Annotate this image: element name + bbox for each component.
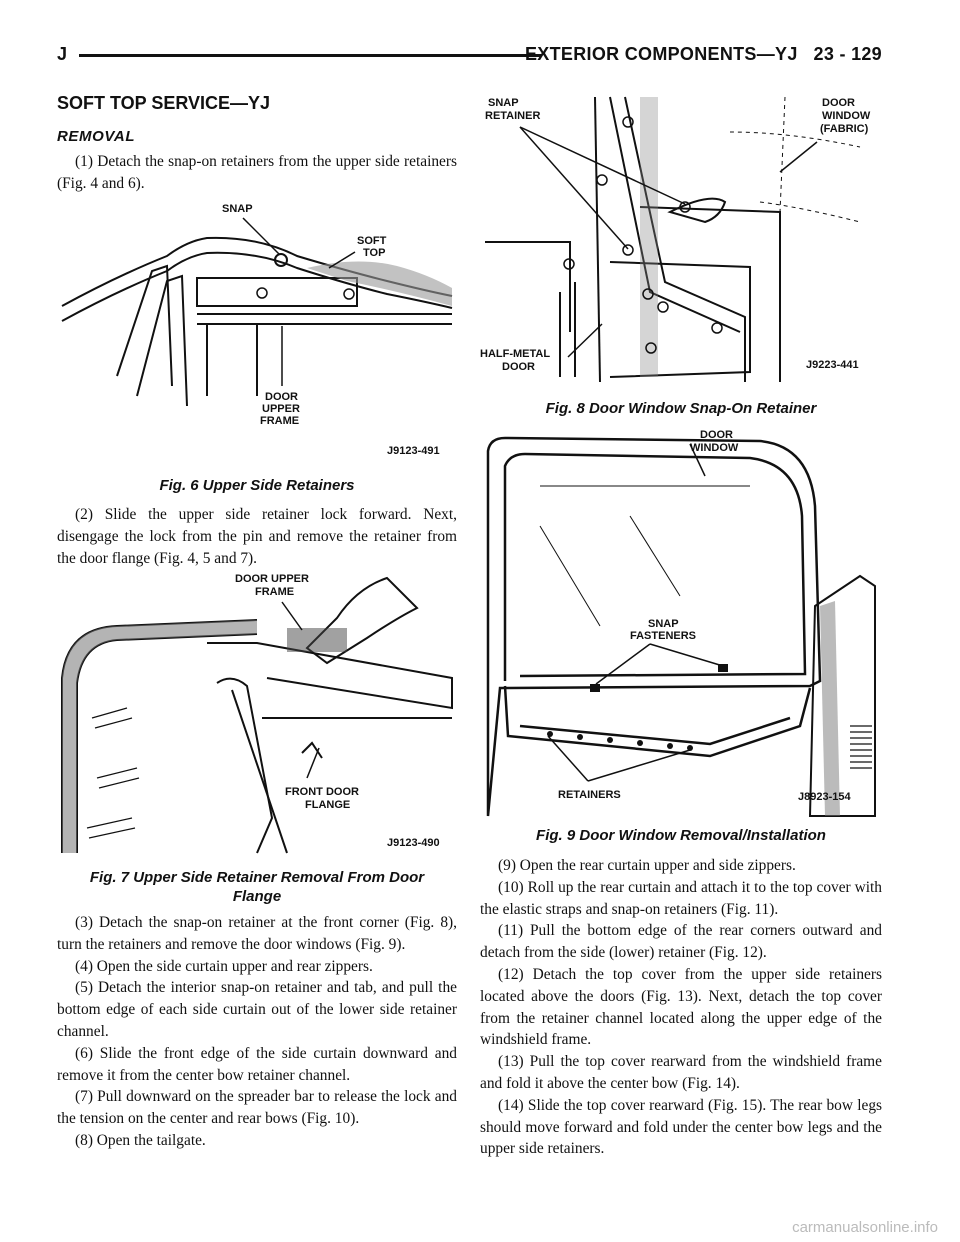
watermark: carmanualsonline.info [792,1219,938,1236]
fig7-code: J9123-490 [387,837,440,849]
fig6-caption: Fig. 6 Upper Side Retainers [159,477,355,494]
fig6-label-soft: SOFT [357,235,387,247]
fig9-label-snap: SNAP [648,618,679,630]
fig6-illustration: SNAP SOFT TOP DOOR UPPER FRAME J9123-491 [61,203,453,457]
fig9-code: J8923-154 [798,791,851,803]
fig8-caption: Fig. 8 Door Window Snap-On Retainer [545,400,817,417]
fig8-label-fabric: (FABRIC) [820,123,869,135]
step-11: (11) Pull the bottom edge of the rear co… [480,922,882,962]
left-text-block-1: (1) Detach the snap-on retainers from th… [57,151,457,195]
figure-6: SNAP SOFT TOP DOOR UPPER FRAME J9123-491 [57,196,457,466]
step-8: (8) Open the tailgate. [75,1131,206,1149]
fig6-label-top: TOP [363,247,385,259]
fig6-code: J9123-491 [387,445,440,457]
header-section-title: EXTERIOR COMPONENTS—YJ [525,44,798,64]
fig8-illustration: SNAP RETAINER DOOR WINDOW (FABRIC) HALF-… [480,96,871,383]
step-12: (12) Detach the top cover from the upper… [480,965,882,1049]
step-1: (1) Detach the snap-on retainers from th… [57,153,457,192]
fig8-label-retainer: RETAINER [485,110,540,122]
fig7-label-door-upper: DOOR UPPER [235,573,309,585]
step-5: (5) Detach the interior snap-on retainer… [57,979,457,1040]
step-9: (9) Open the rear curtain upper and side… [498,857,796,874]
left-text-block-3: (3) Detach the snap-on retainer at the f… [57,912,457,1152]
step-7: (7) Pull downward on the spreader bar to… [57,1088,457,1128]
fig6-label-upper: UPPER [262,403,300,415]
step-3: (3) Detach the snap-on retainer at the f… [57,914,457,953]
header-letter: J [57,44,68,64]
fig8-label-door: DOOR [822,97,855,109]
step-10: (10) Roll up the rear curtain and attach… [480,878,882,918]
page-number: 23 - 129 [813,44,882,64]
fig8-label-snap: SNAP [488,97,519,109]
step-6: (6) Slide the front edge of the side cur… [57,1044,457,1084]
fig9-illustration: DOOR WINDOW SNAP FASTENERS RETAINERS J89… [486,429,876,817]
left-text-block-2: (2) Slide the upper side retainer lock f… [57,504,457,569]
fig6-label-snap: SNAP [222,203,253,215]
step-14: (14) Slide the top cover rearward (Fig. … [480,1096,882,1158]
step-13: (13) Pull the top cover rearward from th… [480,1053,882,1092]
fig9-label-retainers: RETAINERS [558,789,621,801]
fig8-label-half-metal: HALF-METAL [480,348,550,360]
fig8-label-door2: DOOR [502,361,535,373]
fig9-label-door: DOOR [700,429,733,441]
snap-icon [274,253,288,267]
fig8-code: J9223-441 [806,359,859,371]
subsection-title: REMOVAL [57,128,136,145]
section-title: SOFT TOP SERVICE—YJ [57,93,271,113]
fig9-label-window: WINDOW [690,442,739,454]
figure-8: SNAP RETAINER DOOR WINDOW (FABRIC) HALF-… [480,92,882,384]
fig7-illustration: DOOR UPPER FRAME FRONT DOOR FLANGE J9123… [61,573,453,854]
hand-outline [305,576,419,665]
fig7-caption: Fig. 7 Upper Side Retainer Removal From … [57,868,457,906]
step-2: (2) Slide the upper side retainer lock f… [57,506,457,567]
fig9-label-fasteners: FASTENERS [630,630,696,642]
figure-9: DOOR WINDOW SNAP FASTENERS RETAINERS J89… [480,426,882,818]
fig7-label-frame: FRAME [255,586,294,598]
fig6-label-frame: FRAME [260,415,299,427]
fig9-caption: Fig. 9 Door Window Removal/Installation [536,827,826,844]
fig7-label-flange: FLANGE [305,799,350,811]
header-rule [79,54,542,57]
fig8-label-window: WINDOW [822,110,871,122]
header-section: EXTERIOR COMPONENTS—YJ 23 - 129 [525,44,882,65]
figure-7: DOOR UPPER FRAME FRONT DOOR FLANGE J9123… [57,568,457,856]
fig7-label-front-door: FRONT DOOR [285,786,359,798]
fig6-label-door: DOOR [265,391,298,403]
right-text-block: (9) Open the rear curtain upper and side… [480,855,882,1160]
page-header: J EXTERIOR COMPONENTS—YJ 23 - 129 [57,44,882,76]
fig7-caption-line1: Fig. 7 Upper Side Retainer Removal From … [89,869,425,886]
fig7-caption-line2: Flange [232,888,282,905]
step-4: (4) Open the side curtain upper and rear… [75,957,373,975]
